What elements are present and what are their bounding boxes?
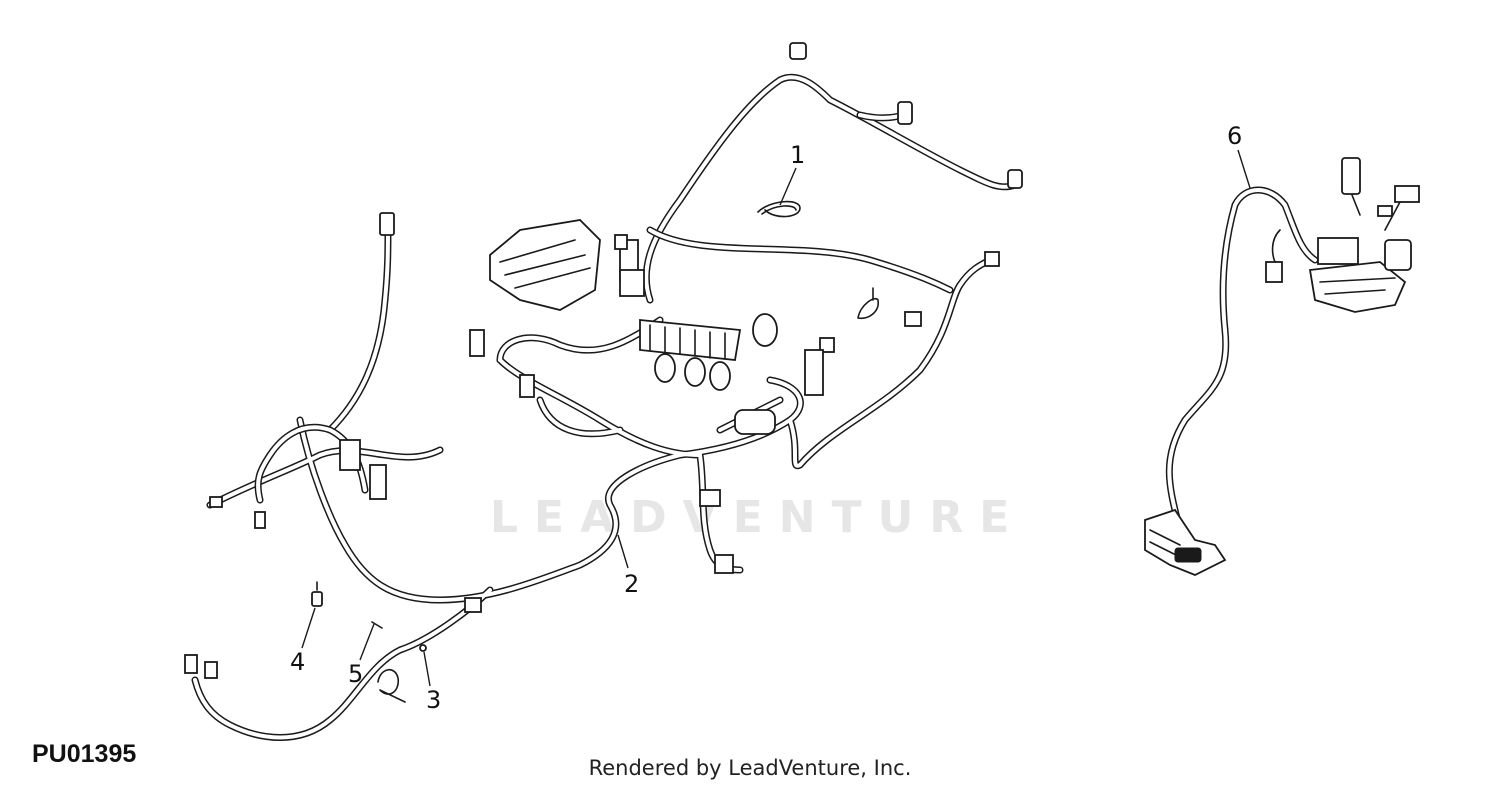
callout-3: 3 [423, 651, 441, 714]
callout-5: 5 [348, 623, 375, 688]
watermark-text: LEADVENTURE [490, 492, 1026, 543]
svg-text:2: 2 [624, 570, 639, 598]
svg-text:6: 6 [1227, 122, 1242, 150]
harness-part-6[interactable] [1144, 157, 1420, 576]
callout-1: 1 [779, 141, 805, 206]
svg-text:4: 4 [290, 648, 305, 676]
main-harness[interactable] [184, 42, 1023, 741]
svg-text:5: 5 [348, 660, 363, 688]
svg-text:3: 3 [426, 686, 441, 714]
small-parts[interactable] [311, 581, 427, 703]
credit-text: Rendered by LeadVenture, Inc. [588, 756, 912, 780]
fuse-block [489, 219, 778, 435]
svg-text:1: 1 [790, 141, 805, 169]
callout-4: 4 [290, 607, 316, 676]
callout-6: 6 [1227, 122, 1251, 189]
diagram-id: PU01395 [32, 740, 137, 768]
callout-2: 2 [617, 534, 639, 598]
tie-strap-part-1[interactable] [757, 200, 879, 320]
